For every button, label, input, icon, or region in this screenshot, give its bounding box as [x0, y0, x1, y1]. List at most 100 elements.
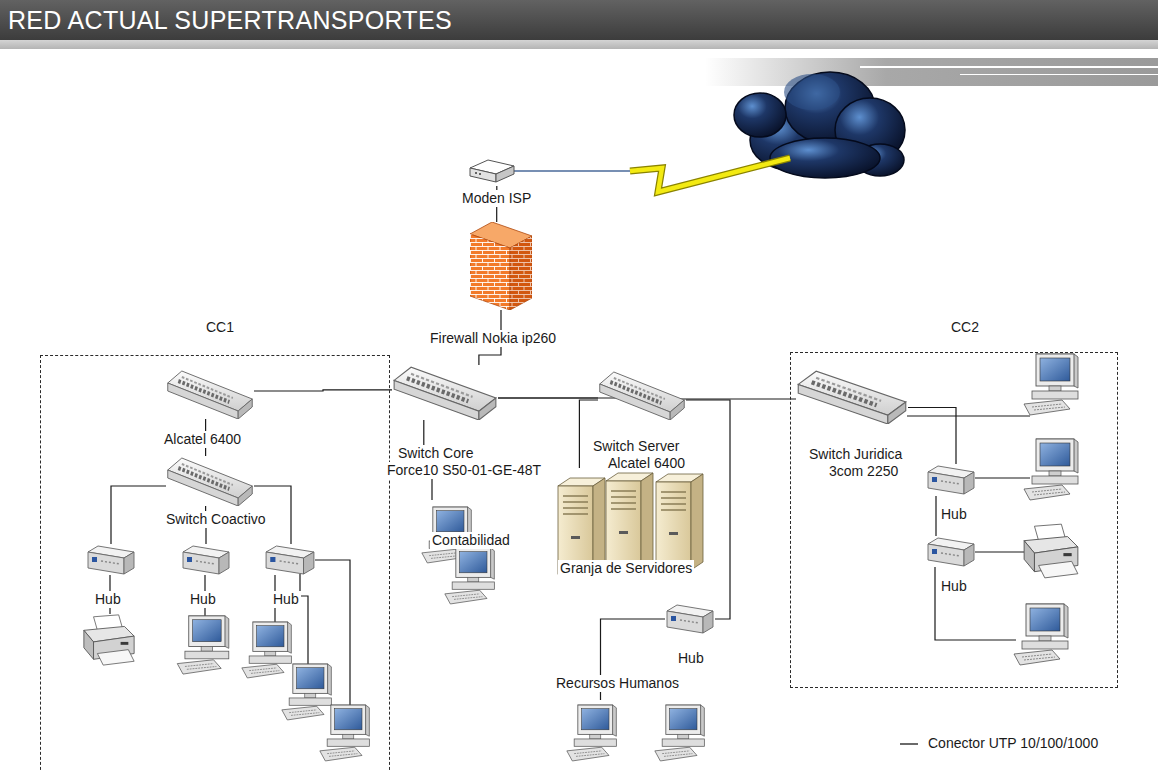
network-hub-icon	[181, 544, 231, 576]
device-wires	[110, 416, 1030, 705]
network-hub-icon	[926, 536, 976, 568]
network-switch: Switch Coactivo	[166, 456, 254, 506]
network-hub: Hub	[181, 544, 231, 576]
device-label: Hub	[271, 591, 301, 608]
device-label: Alcatel 6400	[606, 455, 687, 472]
network-switch: Switch ServerAlcatel 6400	[598, 370, 686, 420]
utp-link	[686, 400, 730, 619]
hub-symbol	[928, 538, 974, 566]
pc-symbol	[445, 548, 495, 604]
device-label: Hub	[676, 650, 706, 667]
legend-line	[900, 743, 918, 744]
end-devices	[84, 354, 1078, 761]
device-label: Switch Coactivo	[164, 511, 268, 528]
firewall-symbol	[470, 222, 532, 310]
header-stripe-line	[960, 74, 1158, 75]
server-symbol	[606, 473, 653, 569]
utp-link	[205, 506, 207, 544]
device-label: Hub	[93, 591, 123, 608]
device-label: Force10 S50-01-GE-48T	[385, 462, 543, 479]
pc-symbol	[567, 705, 617, 761]
server-farm: Granja de Servidores	[553, 468, 708, 576]
network-hub: Hub	[264, 544, 316, 576]
pc-symbol	[655, 705, 705, 761]
switch-symbol	[394, 367, 496, 420]
firewall-device: Firewall Nokia ip260	[470, 222, 532, 310]
hub-symbol	[88, 546, 134, 574]
title-bar: RED ACTUAL SUPERTRANSPORTES	[0, 0, 1158, 40]
network-hub-icon	[665, 603, 715, 635]
region-label: CC2	[949, 319, 981, 336]
device-label: Hub	[188, 591, 218, 608]
network-switch: Switch Juridica3com 2250	[796, 369, 908, 424]
device-label: Contabilidad	[430, 532, 512, 549]
pc-symbol	[422, 507, 472, 563]
region-label: CC1	[204, 319, 236, 336]
network-switch-icon	[598, 370, 686, 420]
workstation-group: Recursos Humanos	[563, 700, 713, 766]
device-label: Firewall Nokia ip260	[428, 330, 558, 347]
utp-link	[908, 408, 956, 465]
network-switch: Alcatel 6400	[166, 369, 254, 419]
network-hub-icon	[86, 544, 136, 576]
device-label: 3com 2250	[827, 463, 900, 480]
workstation-group-icon	[415, 500, 500, 608]
device-label: Switch Core	[396, 445, 475, 462]
network-switch-icon	[796, 369, 908, 424]
network-hub: Hub	[665, 603, 715, 635]
modem-symbol	[470, 160, 514, 182]
network-switch-icon	[166, 369, 254, 419]
device-label: Moden ISP	[460, 190, 533, 207]
utp-link	[254, 390, 392, 391]
site-region: CC1Alcatel 6400Switch CoactivoHubHubHub	[40, 355, 390, 770]
network-hub: Hub	[86, 544, 136, 576]
firewall-device-icon	[470, 222, 532, 310]
utp-link	[496, 186, 497, 222]
network-switch-icon	[392, 365, 498, 420]
workstation-group: Contabilidad	[415, 500, 500, 608]
utp-link	[254, 486, 291, 544]
hub-symbol	[183, 546, 229, 574]
server-symbol	[558, 478, 605, 574]
isp-link	[496, 170, 630, 171]
internet-cloud	[734, 72, 905, 178]
network-switch-icon	[166, 456, 254, 506]
wireless-bolt	[630, 158, 790, 192]
switch-symbol	[168, 458, 252, 506]
workstation-group-icon	[563, 700, 713, 766]
device-label: Hub	[939, 506, 969, 523]
page-title: RED ACTUAL SUPERTRANSPORTES	[8, 6, 452, 35]
server-symbol	[656, 474, 703, 570]
device-label: Alcatel 6400	[162, 431, 243, 448]
network-switch: Switch CoreForce10 S50-01-GE-48T	[392, 365, 498, 420]
device-label: Granja de Servidores	[558, 560, 694, 577]
device-label: Hub	[939, 578, 969, 595]
utp-link	[579, 400, 598, 468]
hub-symbol	[928, 466, 974, 494]
site-region: CC2Switch Juridica3com 2250HubHub	[790, 352, 1118, 688]
isp-modem-icon	[468, 158, 516, 186]
header-stripe	[705, 58, 1158, 86]
switch-symbol	[168, 371, 252, 419]
switch-symbol	[798, 371, 906, 424]
utp-link	[205, 419, 206, 456]
title-underline	[0, 40, 1158, 49]
device-label: Recursos Humanos	[554, 675, 681, 692]
switch-symbol	[600, 372, 684, 420]
legend-text: Conector UTP 10/100/1000	[928, 735, 1098, 752]
header-stripe-line	[860, 66, 1158, 68]
network-hub: Hub	[926, 464, 976, 496]
device-label: Switch Juridica	[807, 446, 904, 463]
utp-link	[935, 496, 936, 536]
utp-link	[424, 420, 432, 500]
isp-modem: Moden ISP	[468, 158, 516, 186]
network-hub: Hub	[926, 536, 976, 568]
hub-symbol	[266, 546, 314, 574]
utp-link	[111, 486, 166, 544]
hub-symbol	[667, 605, 713, 633]
utp-link	[601, 619, 666, 700]
utp-link	[498, 398, 796, 399]
